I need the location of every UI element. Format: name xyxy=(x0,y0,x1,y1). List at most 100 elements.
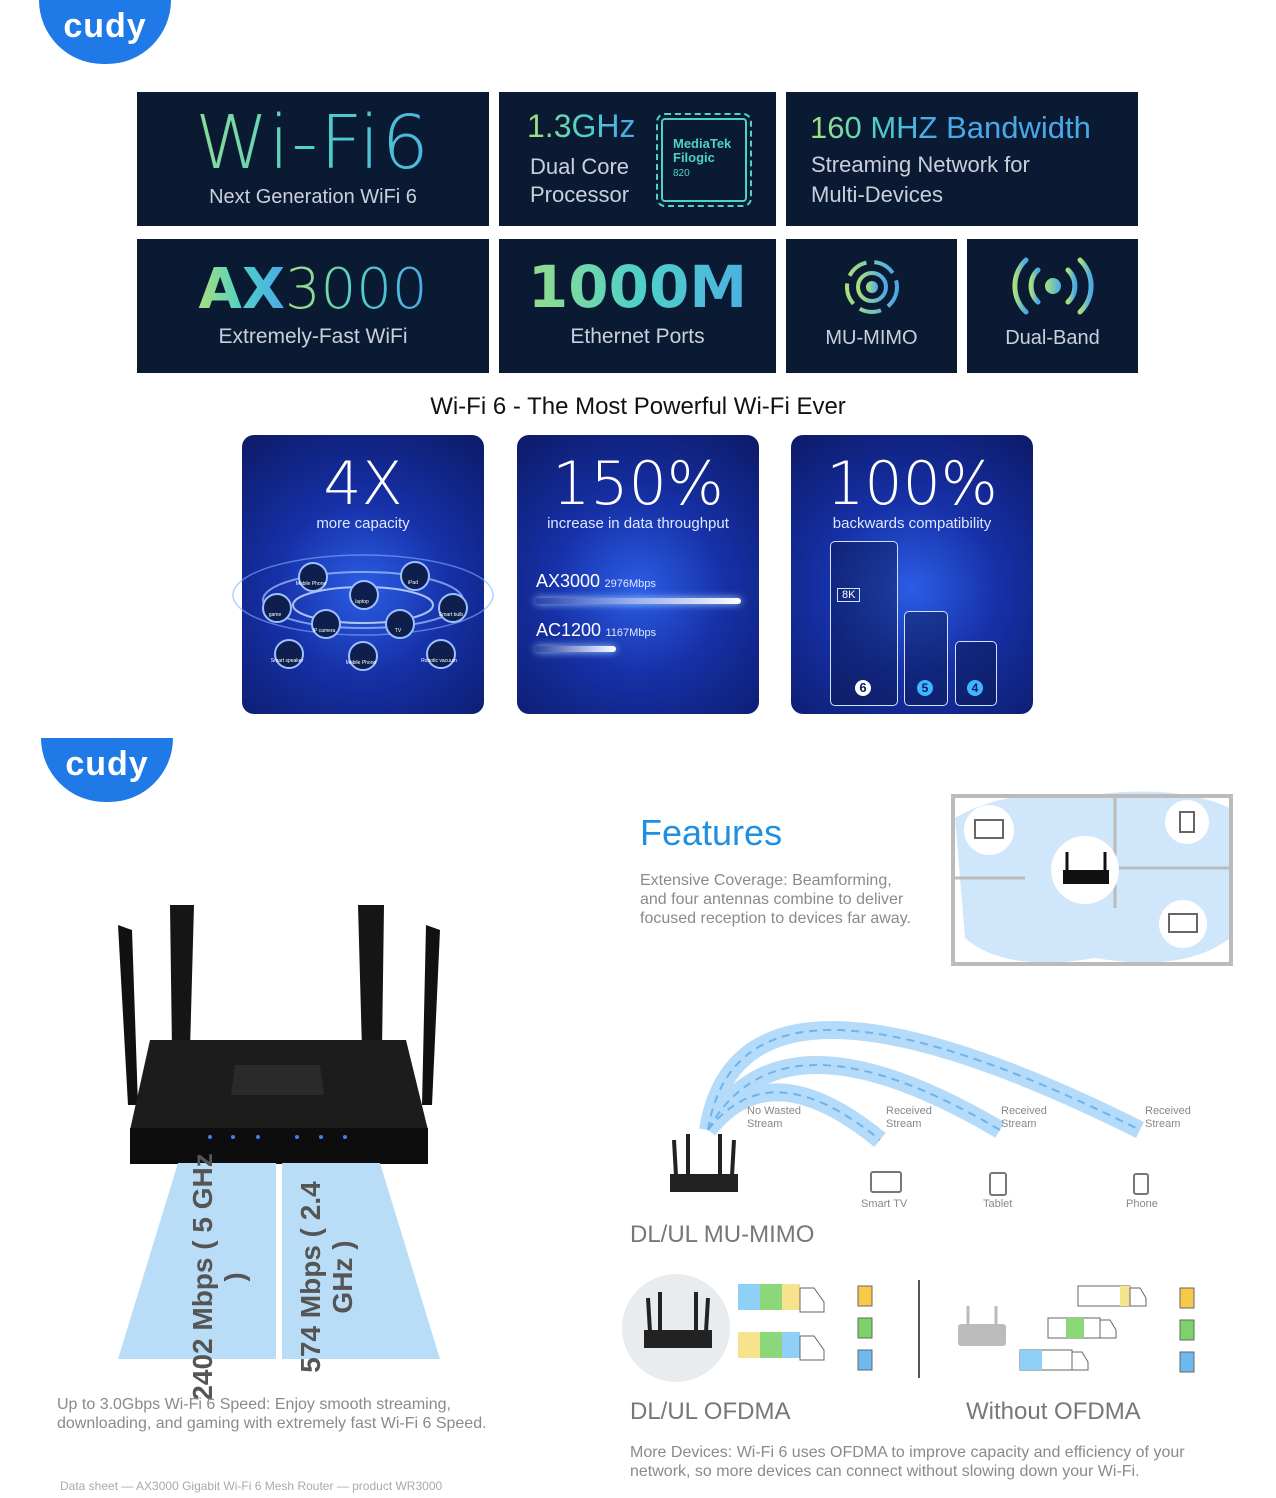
badge-8k: 8K xyxy=(837,588,861,602)
tile-mumimo: MU-MIMO xyxy=(786,239,957,373)
ax3000-title-a: AX xyxy=(198,257,285,322)
ofdma-divider xyxy=(918,1280,920,1378)
device-bubble-speaker xyxy=(274,639,304,669)
device-label-bulb: Smart bulb xyxy=(438,612,464,618)
ethernet-title: 1000M xyxy=(499,253,776,321)
speed-5ghz: 2402 Mbps ( 5 GHz ) xyxy=(187,1153,250,1401)
card-compat: 100% backwards compatibility 8K 6 5 4 xyxy=(791,435,1033,714)
bandwidth-line1: Streaming Network for xyxy=(811,152,1030,177)
card-compat-num: 100% xyxy=(826,449,998,519)
speed-caption-line1: Up to 3.0Gbps Wi-Fi 6 Speed: Enjoy smoot… xyxy=(57,1396,451,1413)
headline: Wi-Fi 6 - The Most Powerful Wi-Fi Ever xyxy=(430,393,846,420)
device-label-tv: TV xyxy=(394,628,402,634)
card-throughput-caption: increase in data throughput xyxy=(547,515,729,532)
ax3000-subtitle: Extremely-Fast WiFi xyxy=(218,325,408,348)
processor-line2: Processor xyxy=(530,182,630,207)
device-label-tablet: Tablet xyxy=(983,1198,1013,1210)
mu-mimo-icon xyxy=(845,260,899,314)
card-capacity-num: 4X xyxy=(323,449,403,519)
dual-band-icon xyxy=(1012,257,1094,315)
speed-24ghz: 574 Mbps ( 2.4 GHz ) xyxy=(295,1181,358,1373)
smart-tv-icon xyxy=(870,1171,902,1193)
tile-wifi6: Wi-Fi6 Next Generation WiFi 6 xyxy=(137,92,489,226)
wifi6-title: Wi-Fi6 xyxy=(137,100,489,186)
wifi6-subtitle: Next Generation WiFi 6 xyxy=(209,186,417,208)
bandwidth-line2: Multi-Devices xyxy=(811,182,944,207)
device-bubble-tv xyxy=(385,609,415,639)
speed-row-ax3000-name: AX3000 xyxy=(536,571,601,591)
card-throughput-num: 150% xyxy=(552,449,724,519)
features-desc-line2: and four antennas combine to deliver xyxy=(640,891,904,908)
device-bubble-phone xyxy=(298,562,328,592)
badge-wifi6: 6 xyxy=(855,680,871,696)
speed-caption-line2: downloading, and gaming with extremely f… xyxy=(57,1415,487,1432)
chip-icon: MediaTek Filogic 820 xyxy=(656,113,752,207)
card-compat-caption: backwards compatibility xyxy=(832,515,992,532)
speed-beams xyxy=(118,1163,440,1359)
device-bubble-ipad xyxy=(400,561,430,591)
ofdma-without-title: Without OFDMA xyxy=(966,1398,1141,1425)
compat-panel-wifi5: 5 xyxy=(904,611,948,706)
mumimo-arcs xyxy=(699,1021,1145,1147)
card-capacity: 4X more capacity Mobile Phone laptop iPa… xyxy=(232,435,494,714)
phone-icon xyxy=(1133,1173,1149,1195)
device-label-speaker: Smart speaker xyxy=(270,658,304,664)
ofdma-desc-line2: network, so more devices can connect wit… xyxy=(630,1463,1140,1480)
device-label-phone: Phone xyxy=(1126,1198,1158,1210)
ofdma-desc: More Devices: Wi-Fi 6 uses OFDMA to impr… xyxy=(630,1443,1185,1480)
compat-panel-wifi6: 8K 6 xyxy=(830,541,898,706)
features-desc-line3: focused reception to devices far away. xyxy=(640,910,911,927)
device-label-phone2: Mobile Phone xyxy=(345,660,377,666)
features-desc-line1: Extensive Coverage: Beamforming, xyxy=(640,872,892,889)
ofdma-with-title: DL/UL OFDMA xyxy=(630,1398,791,1425)
device-bubble-bulb xyxy=(438,593,468,623)
ofdma-with-diagram xyxy=(622,1274,873,1382)
speed-row-ac1200: AC1200 1167Mbps xyxy=(536,620,656,641)
device-label-camera: IP camera xyxy=(312,628,336,634)
tile-processor: 1.3GHz Dual Core Processor MediaTek Filo… xyxy=(499,92,776,226)
compat-panel-wifi4: 4 xyxy=(955,641,997,706)
speed-row-ac1200-name: AC1200 xyxy=(536,620,602,640)
bandwidth-word: Bandwidth xyxy=(946,110,1091,145)
device-bubble-laptop xyxy=(349,580,379,610)
chip-name: Filogic xyxy=(673,150,715,165)
floorplan-coverage xyxy=(951,791,1233,966)
device-label-laptop: laptop xyxy=(355,599,369,605)
device-label-game: game xyxy=(268,612,282,618)
dualband-subtitle: Dual-Band xyxy=(1005,327,1100,349)
device-bubble-vacuum xyxy=(426,639,456,669)
device-label-vacuum: Robotic vacuum xyxy=(421,658,457,664)
mumimo-router-icon xyxy=(670,1134,738,1192)
speed-caption: Up to 3.0Gbps Wi-Fi 6 Speed: Enjoy smoot… xyxy=(57,1395,487,1433)
device-label-smart-tv: Smart TV xyxy=(861,1198,908,1210)
tile-ethernet: 1000M Ethernet Ports xyxy=(499,239,776,373)
features-title: Features xyxy=(640,812,783,853)
tile-dualband: Dual-Band xyxy=(967,239,1138,373)
tablet-icon xyxy=(989,1172,1007,1196)
device-bubble-camera xyxy=(311,609,341,639)
footnote: Data sheet — AX3000 Gigabit Wi-Fi 6 Mesh… xyxy=(60,1479,443,1493)
tile-bandwidth: 160 MHZ Bandwidth Streaming Network for … xyxy=(786,92,1138,226)
processor-line1: Dual Core xyxy=(530,154,630,179)
chip-model: 820 xyxy=(673,168,690,179)
chip-brand: MediaTek xyxy=(673,136,732,151)
speed-row-ax3000-speed: 2976Mbps xyxy=(604,578,656,590)
processor-speed: 1.3GHz xyxy=(527,108,636,144)
ax3000-title-b: 3000 xyxy=(285,257,428,322)
ofdma-desc-line1: More Devices: Wi-Fi 6 uses OFDMA to impr… xyxy=(630,1444,1185,1461)
ofdma-without-diagram xyxy=(958,1285,1195,1373)
bandwidth-title: 160 MHZ Bandwidth xyxy=(810,110,1091,146)
bandwidth-num: 160 MHZ xyxy=(810,110,938,145)
tile-ax3000: AX3000 Extremely-Fast WiFi xyxy=(137,239,489,373)
badge-wifi4: 4 xyxy=(967,680,983,696)
card-capacity-caption: more capacity xyxy=(316,515,410,532)
device-bubble-phone2 xyxy=(348,641,378,671)
router-image xyxy=(118,905,440,1164)
device-bubble-game xyxy=(262,593,292,623)
brand-logo: cudy xyxy=(39,0,171,64)
speed-bar-ac1200 xyxy=(535,646,616,652)
